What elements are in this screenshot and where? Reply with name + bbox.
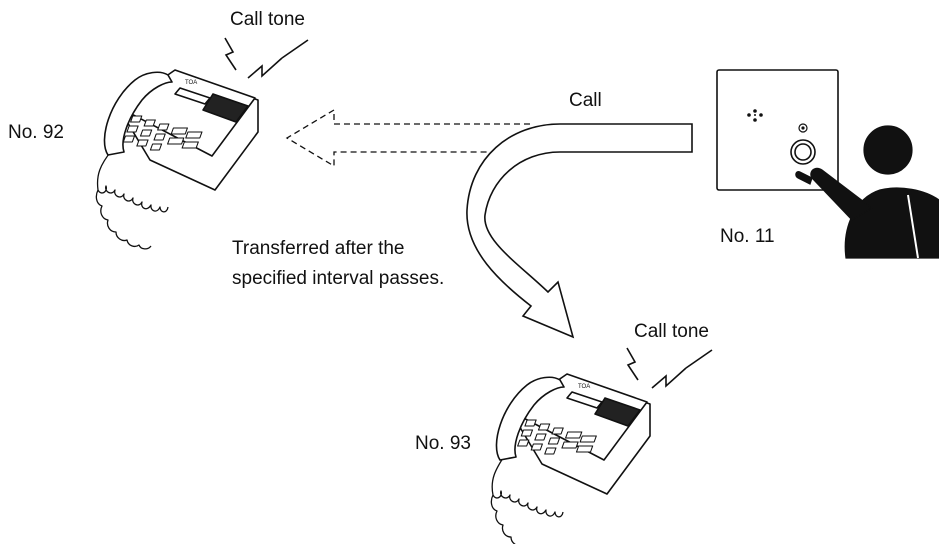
handset-icon bbox=[103, 71, 173, 156]
speaker-grille-icon bbox=[202, 93, 249, 123]
telephone-no-93: TOA bbox=[490, 373, 651, 549]
door-station-no-11 bbox=[716, 69, 839, 191]
phone-brand-label: TOA bbox=[578, 384, 590, 390]
call-tone-bottom-icon bbox=[626, 347, 713, 389]
call-tone-top-icon bbox=[224, 37, 309, 79]
person-icon bbox=[795, 125, 939, 259]
handset-icon bbox=[495, 376, 565, 461]
call-label: Call bbox=[569, 90, 602, 111]
station-no-93-label: No. 93 bbox=[415, 433, 471, 454]
station-no-11-label: No. 11 bbox=[720, 226, 775, 247]
transfer-note-line2: specified interval passes. bbox=[232, 268, 445, 289]
dashed-call-arrow bbox=[285, 108, 530, 168]
coiled-cord-icon bbox=[95, 149, 169, 250]
station-no-92-label: No. 92 bbox=[8, 122, 64, 143]
call-tone-label-bottom: Call tone bbox=[634, 321, 709, 342]
phone-display bbox=[566, 391, 603, 409]
transfer-note-line1: Transferred after the bbox=[232, 238, 405, 259]
speaker-grille-icon bbox=[594, 397, 641, 427]
phone-brand-label: TOA bbox=[185, 80, 197, 86]
microphone-dots-icon bbox=[747, 109, 763, 122]
indicator-lamp-icon bbox=[798, 123, 808, 133]
call-button-icon bbox=[790, 139, 816, 165]
call-tone-label-top: Call tone bbox=[230, 9, 305, 30]
solid-transfer-arrow bbox=[466, 123, 693, 339]
phone-display bbox=[174, 87, 211, 105]
telephone-no-92: TOA bbox=[95, 69, 259, 250]
